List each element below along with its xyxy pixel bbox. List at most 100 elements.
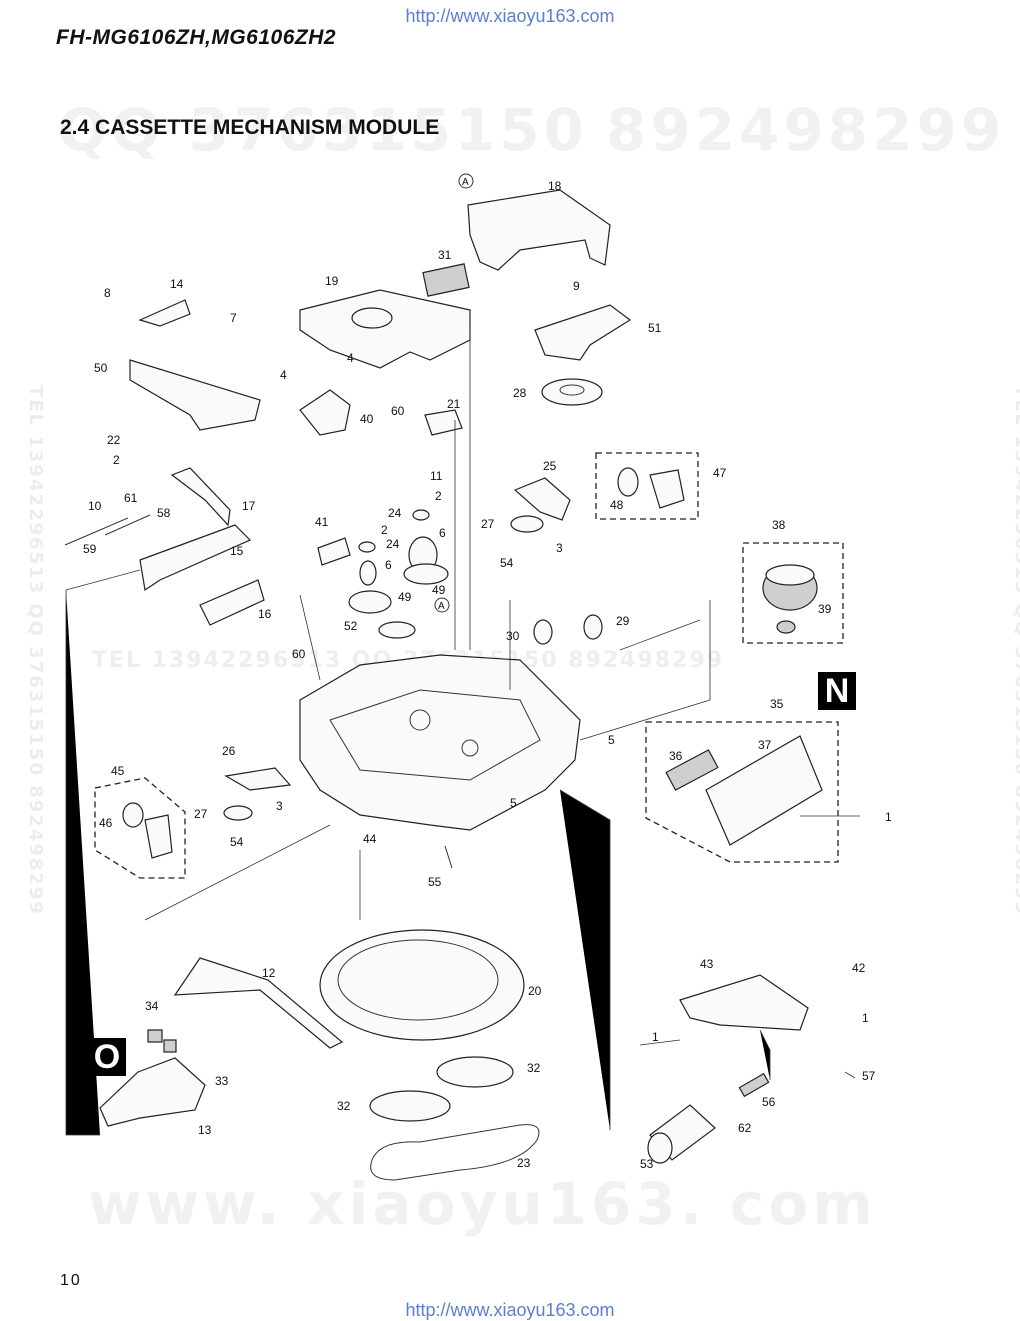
part-label-p26: 26: [222, 744, 236, 758]
part-label-p16: 16: [258, 607, 272, 621]
part-56-worm: [738, 1072, 770, 1098]
part-label-p62: 62: [738, 1121, 752, 1135]
part-12-ribbon: [173, 957, 344, 1049]
part-label-p38: 38: [772, 518, 786, 532]
part-61-spring: [104, 514, 151, 536]
part-label-p15: 15: [230, 544, 244, 558]
part-label-p14: 14: [170, 277, 184, 291]
part-label-p47: 47: [713, 466, 727, 480]
group-38-box: [742, 542, 844, 644]
part-label-p5b: 5: [510, 796, 517, 810]
top-url[interactable]: http://www.xiaoyu163.com: [405, 6, 615, 26]
part-label-p43: 43: [700, 957, 714, 971]
part-label-p32b: 32: [337, 1099, 351, 1113]
part-label-p23: 23: [517, 1156, 531, 1170]
part-label-p4b: 4: [280, 368, 287, 382]
part-label-p58: 58: [157, 506, 171, 520]
part-label-p51: 51: [648, 321, 662, 335]
part-label-p30: 30: [506, 629, 520, 643]
group-35-box: [645, 721, 839, 863]
part-23-belt: [370, 1124, 540, 1181]
part-label-p6b: 6: [385, 558, 392, 572]
part-51-bracket: [534, 304, 632, 361]
part-48-roller: [617, 467, 639, 497]
part-label-p12: 12: [262, 966, 276, 980]
part-label-p50: 50: [94, 361, 108, 375]
part-label-p54b: 54: [230, 835, 244, 849]
part-37-pcb: [705, 735, 823, 846]
part-24-left: [358, 541, 376, 553]
part-39-pulley: [776, 620, 796, 634]
part-label-p1b: 1: [862, 1011, 869, 1025]
part-20-big-gear: [319, 929, 525, 1041]
part-27-gear-top: [510, 515, 544, 533]
part-40-head: [299, 389, 351, 436]
part-label-p9: 9: [573, 279, 580, 293]
part-label-p18: 18: [548, 179, 562, 193]
part-50-arm: [129, 359, 261, 431]
part-label-p49b: 49: [398, 590, 412, 604]
part-label-p20: 20: [528, 984, 542, 998]
part-label-p27b: 27: [194, 807, 208, 821]
part-32-gear-right: [436, 1056, 514, 1088]
part-label-p60a: 60: [391, 404, 405, 418]
part-6-gear-left: [359, 560, 377, 586]
part-32-gear-left: [369, 1090, 451, 1122]
marker-a-mid-label: A: [438, 601, 445, 612]
part-25-arm: [513, 477, 571, 521]
part-label-p6a: 6: [439, 526, 446, 540]
part-label-p33: 33: [215, 1074, 229, 1088]
part-label-p17: 17: [242, 499, 256, 513]
part-label-p24a: 24: [388, 506, 402, 520]
part-label-p31: 31: [438, 248, 452, 262]
part-label-p21: 21: [447, 397, 461, 411]
part-label-p35: 35: [770, 697, 784, 711]
part-33-pcb: [99, 1057, 206, 1127]
part-19-plate: [299, 289, 471, 369]
part-label-p3a: 3: [556, 541, 563, 555]
part-label-p2a: 2: [113, 453, 120, 467]
watermark-site: www. xiaoyu163. com: [88, 1170, 877, 1238]
part-27-gear-lower: [223, 805, 253, 821]
part-label-p25: 25: [543, 459, 557, 473]
marker-a-top-label: A: [462, 177, 469, 188]
part-29-gear: [583, 614, 603, 640]
bottom-url[interactable]: http://www.xiaoyu163.com: [405, 1300, 615, 1320]
part-label-p24b: 24: [386, 537, 400, 551]
part-31: [422, 263, 470, 297]
part-label-p49a: 49: [432, 583, 446, 597]
marker-a-mid: [434, 597, 450, 613]
part-label-p52: 52: [344, 619, 358, 633]
part-label-p1a: 1: [885, 810, 892, 824]
part-label-p59: 59: [83, 542, 97, 556]
part-label-p13: 13: [198, 1123, 212, 1137]
part-label-p53: 53: [640, 1157, 654, 1171]
part-label-p28: 28: [513, 386, 527, 400]
part-30-gear: [533, 619, 553, 645]
part-46-roller: [122, 802, 144, 828]
part-label-p5a: 5: [608, 733, 615, 747]
part-label-p8: 8: [104, 286, 111, 300]
group-47-box: [595, 452, 699, 520]
part-label-p61: 61: [124, 491, 138, 505]
model-number: FH-MG6106ZH,MG6106ZH2: [56, 26, 337, 49]
part-label-p60b: 60: [292, 647, 306, 661]
part-label-p10: 10: [88, 499, 102, 513]
part-18-bracket: [467, 189, 611, 271]
part-label-p57: 57: [862, 1069, 876, 1083]
part-26-arm: [224, 767, 292, 791]
part-label-p45: 45: [111, 764, 125, 778]
watermark-qq: QQ 376315150: [58, 96, 589, 164]
part-43-bracket: [679, 974, 809, 1031]
part-label-p27a: 27: [481, 517, 495, 531]
part-55-spring: [444, 845, 453, 869]
part-17-arm: [170, 467, 231, 527]
part-52-gear: [378, 621, 416, 639]
part-15-slider: [139, 524, 252, 592]
main-chassis: [299, 654, 581, 831]
part-10-spring: [64, 517, 129, 546]
part-label-p44: 44: [363, 832, 377, 846]
part-label-p48: 48: [610, 498, 624, 512]
part-41: [317, 537, 351, 566]
